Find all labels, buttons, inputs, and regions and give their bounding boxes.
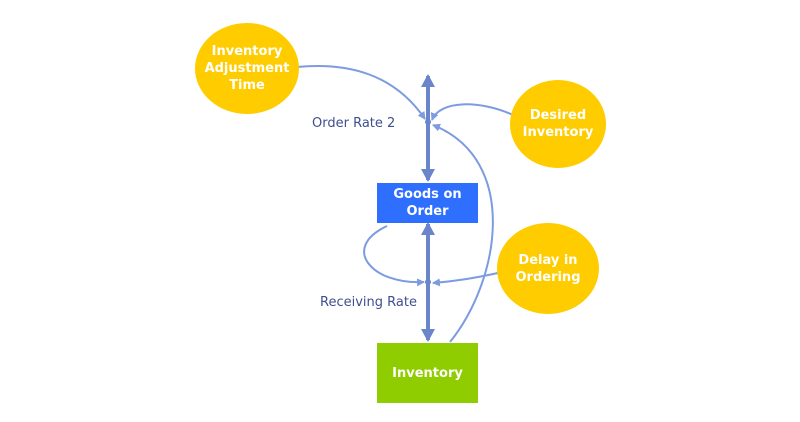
link-adjustment-time-to-order-rate bbox=[296, 65, 426, 120]
node-label-desired-inventory: Desired Inventory bbox=[522, 108, 594, 140]
link-inventory-to-order-rate bbox=[432, 123, 494, 343]
node-desired-inventory[interactable]: Desired Inventory bbox=[510, 80, 606, 168]
stock-goods-on-order[interactable]: Goods on Order bbox=[377, 183, 478, 223]
stock-label-goods-on-order: Goods on Order bbox=[393, 187, 462, 219]
link-goods-on-order-to-receiving-rate bbox=[363, 225, 425, 287]
receiving-rate-valve bbox=[425, 279, 431, 285]
node-label-inventory-adjustment-time: Inventory Adjustment Time bbox=[204, 44, 290, 93]
node-label-delay-in-ordering: Delay in Ordering bbox=[515, 252, 581, 285]
stock-inventory[interactable]: Inventory bbox=[377, 343, 478, 403]
stock-label-inventory: Inventory bbox=[392, 365, 463, 381]
node-inventory-adjustment-time[interactable]: Inventory Adjustment Time bbox=[195, 23, 299, 114]
flow-label-order-rate: Order Rate 2 bbox=[312, 116, 396, 131]
node-delay-in-ordering[interactable]: Delay in Ordering bbox=[497, 223, 599, 314]
link-desired-inventory-to-order-rate bbox=[430, 103, 514, 121]
link-delay-in-ordering-to-receiving-rate bbox=[432, 272, 499, 287]
flow-label-receiving-rate: Receiving Rate bbox=[320, 295, 417, 310]
order-rate-valve bbox=[425, 119, 431, 125]
